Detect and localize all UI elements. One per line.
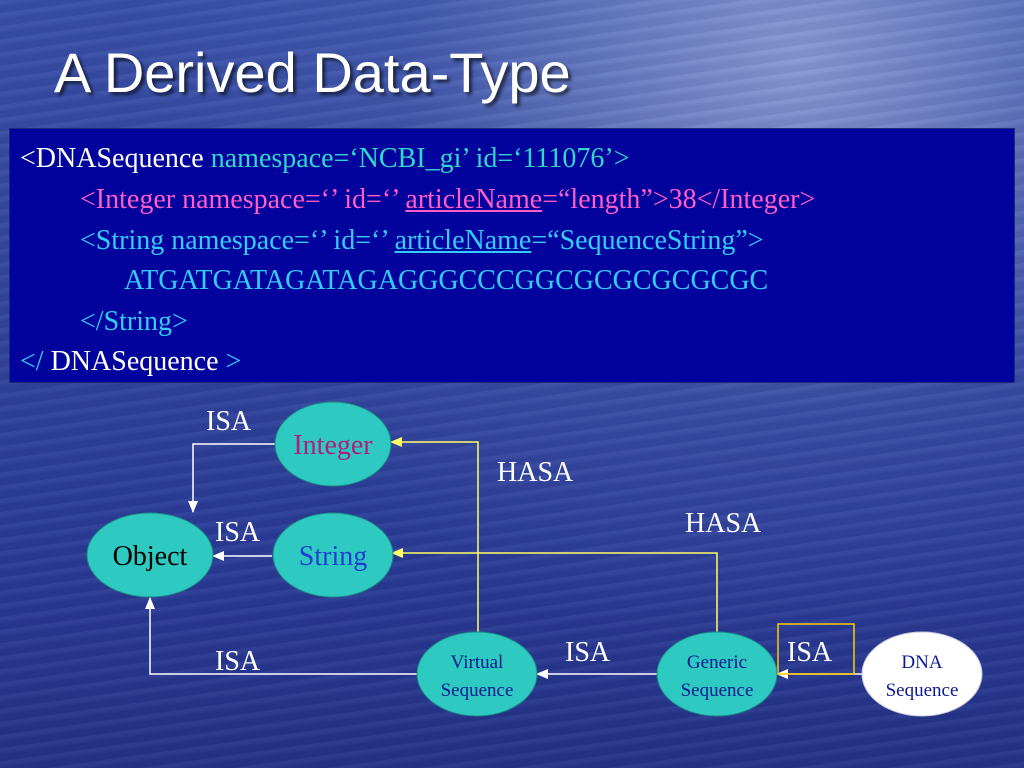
integer-node-label: Integer xyxy=(293,430,373,461)
code-line-3: <String namespace=‘’ id=‘’ articleName=“… xyxy=(80,227,764,255)
isa-label-virtual: ISA xyxy=(215,646,261,677)
dna-sequence-node xyxy=(861,631,983,717)
hasa-edge-generic-string xyxy=(391,548,718,632)
virtual-sequence-node xyxy=(416,631,538,717)
object-node xyxy=(86,512,214,598)
dna-sequence-label-line1: DNA xyxy=(901,652,942,673)
string-node-label: String xyxy=(299,541,367,572)
code-dnasequence-open-tag: <DNASequence xyxy=(20,143,204,174)
code-integer-prefix: <Integer namespace=‘’ id=‘’ xyxy=(80,184,406,215)
code-line-6: </ DNASequence > xyxy=(20,348,241,376)
code-line-5: </String> xyxy=(80,308,188,336)
isa-highlight-box xyxy=(777,623,855,675)
code-string-articlename: articleName xyxy=(394,225,532,256)
code-sequence-value: ATGATGATAGATAGAGGGCCCGGCGCGCGCGCGC xyxy=(124,265,769,296)
code-dnasequence-attributes: namespace=‘NCBI_gi’ id=‘111076’> xyxy=(203,143,630,174)
string-node xyxy=(272,512,394,598)
hasa-label-integer: HASA xyxy=(497,457,574,488)
isa-label-integer: ISA xyxy=(206,406,252,437)
isa-edge-integer-object xyxy=(188,443,275,513)
code-integer-suffix: =“length”>38</Integer> xyxy=(542,184,816,215)
virtual-sequence-label-line1: Virtual xyxy=(451,652,504,673)
isa-label-dna: ISA xyxy=(787,637,833,668)
code-string-close-tag: </String> xyxy=(80,306,188,337)
virtual-sequence-label-line2: Sequence xyxy=(441,680,514,701)
isa-label-string: ISA xyxy=(215,517,261,548)
hasa-edge-virtual-integer xyxy=(390,437,479,632)
code-string-prefix: <String namespace=‘’ id=‘’ xyxy=(80,225,395,256)
hasa-label-string: HASA xyxy=(685,508,762,539)
code-block: <DNASequence namespace=‘NCBI_gi’ id=‘111… xyxy=(9,128,1015,383)
isa-edge-virtual-object xyxy=(145,597,418,675)
generic-sequence-label-line2: Sequence xyxy=(681,680,754,701)
generic-sequence-node xyxy=(656,631,778,717)
code-close-bracket-end: > xyxy=(225,346,242,377)
code-line-2: <Integer namespace=‘’ id=‘’ articleName=… xyxy=(80,186,815,214)
code-close-bracket-open: </ xyxy=(20,346,44,377)
isa-label-generic: ISA xyxy=(565,637,611,668)
code-line-4: ATGATGATAGATAGAGGGCCCGGCGCGCGCGCGC xyxy=(124,267,768,295)
generic-sequence-label-line1: Generic xyxy=(687,652,747,673)
code-string-suffix: =“SequenceString”> xyxy=(531,225,764,256)
code-close-dnasequence-name: DNASequence xyxy=(43,346,226,377)
code-integer-articlename: articleName xyxy=(405,184,543,215)
object-node-label: Object xyxy=(113,541,188,572)
dna-sequence-label-line2: Sequence xyxy=(886,680,959,701)
slide-title: A Derived Data-Type xyxy=(54,41,571,104)
integer-node xyxy=(274,401,392,487)
code-line-1: <DNASequence namespace=‘NCBI_gi’ id=‘111… xyxy=(20,145,630,173)
